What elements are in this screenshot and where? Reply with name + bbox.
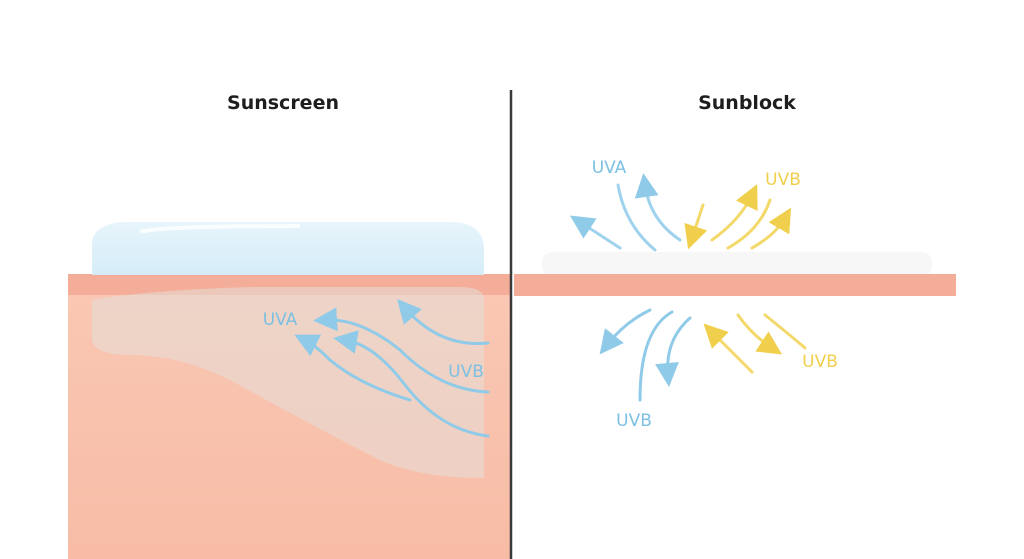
sunscreen-uva-label: UVA	[262, 310, 298, 330]
absorbed-layer	[92, 275, 484, 478]
sunblock-uva-top-label: UVA	[591, 158, 627, 178]
uva-reflected-arrows	[569, 173, 682, 252]
sunscreen-title: Sunscreen	[227, 92, 339, 114]
sunscreen-layer	[92, 222, 484, 275]
sunblock-skin-band	[514, 274, 956, 296]
sunblock-title: Sunblock	[698, 92, 796, 114]
uvb-reflected-arrows	[684, 184, 792, 250]
sunblock-uvb-bottom-left-label: UVB	[616, 411, 652, 431]
sunscreen-uvb-label: UVB	[448, 362, 484, 382]
uvb-bottom-blue-arrows	[599, 308, 692, 402]
sunblock-uvb-bottom-right-label: UVB	[802, 352, 838, 372]
sunblock-layer	[542, 252, 932, 276]
uvb-bottom-yellow-arrows	[703, 313, 807, 374]
sunblock-uvb-top-label: UVB	[765, 170, 801, 190]
uv-absorbed-arrows	[294, 298, 490, 438]
